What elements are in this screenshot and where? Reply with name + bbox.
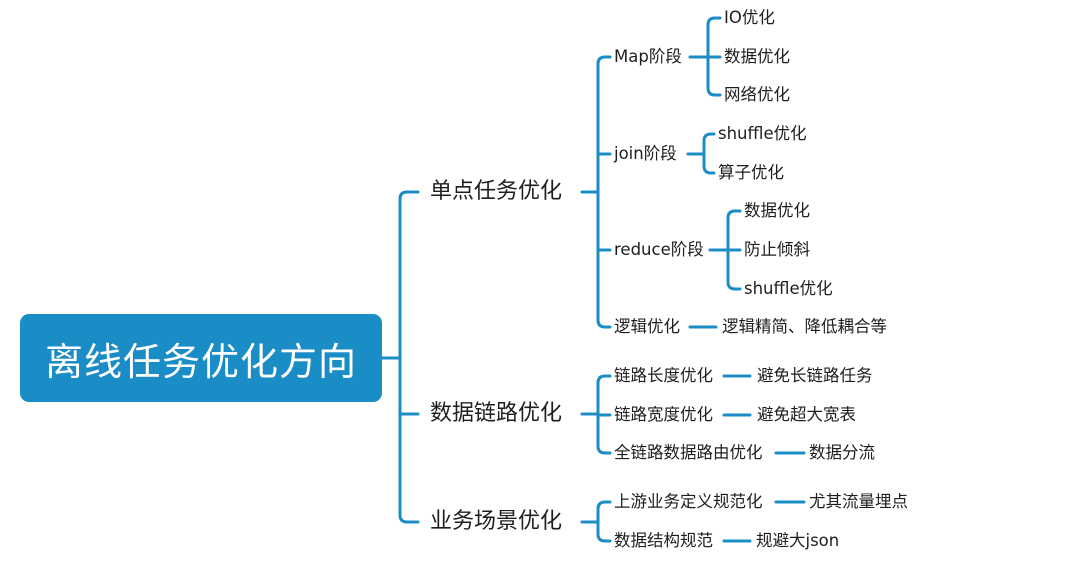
leaf-io-opt: IO优化 — [724, 7, 775, 27]
node-link-length: 链路长度优化 — [614, 365, 713, 385]
node-map-stage: Map阶段 — [614, 46, 682, 66]
join-bracket — [702, 132, 716, 175]
leaf-network-opt: 网络优化 — [724, 84, 790, 104]
leaf-logic-simplify: 逻辑精简、降低耦合等 — [722, 316, 887, 336]
branch-business-scenario: 业务场景优化 — [430, 509, 563, 534]
root-label: 离线任务优化方向 — [44, 339, 357, 384]
node-link-width: 链路宽度优化 — [614, 404, 713, 424]
leaf-data-opt: 数据优化 — [724, 46, 790, 66]
leaf-shuffle-opt: shuffle优化 — [744, 278, 833, 298]
leaf-data-opt: 数据优化 — [744, 200, 810, 220]
root-node: 离线任务优化方向 — [20, 314, 382, 402]
branch-data-pipeline: 数据链路优化 — [430, 401, 563, 426]
leaf-avoid-big-json: 规避大json — [756, 530, 840, 550]
branch0-bracket — [596, 55, 612, 329]
node-full-route: 全链路数据路由优化 — [614, 442, 763, 462]
node-reduce-stage: reduce阶段 — [614, 239, 704, 259]
leaf-prevent-skew: 防止倾斜 — [744, 239, 810, 259]
leaf-traffic-tracking: 尤其流量埋点 — [809, 491, 908, 511]
leaf-avoid-wide-table: 避免超大宽表 — [757, 404, 856, 424]
root-bracket — [398, 190, 420, 524]
branch-single-task: 单点任务优化 — [430, 179, 563, 204]
leaf-data-split: 数据分流 — [809, 442, 875, 462]
node-data-struct: 数据结构规范 — [614, 530, 713, 550]
leaf-shuffle-opt: shuffle优化 — [718, 123, 807, 143]
leaf-operator-opt: 算子优化 — [718, 162, 784, 182]
node-join-stage: join阶段 — [614, 143, 677, 163]
branch2-bracket — [596, 500, 612, 543]
node-logic-opt: 逻辑优化 — [614, 316, 680, 336]
leaf-avoid-long-link: 避免长链路任务 — [757, 365, 873, 385]
node-upstream-spec: 上游业务定义规范化 — [614, 491, 763, 511]
